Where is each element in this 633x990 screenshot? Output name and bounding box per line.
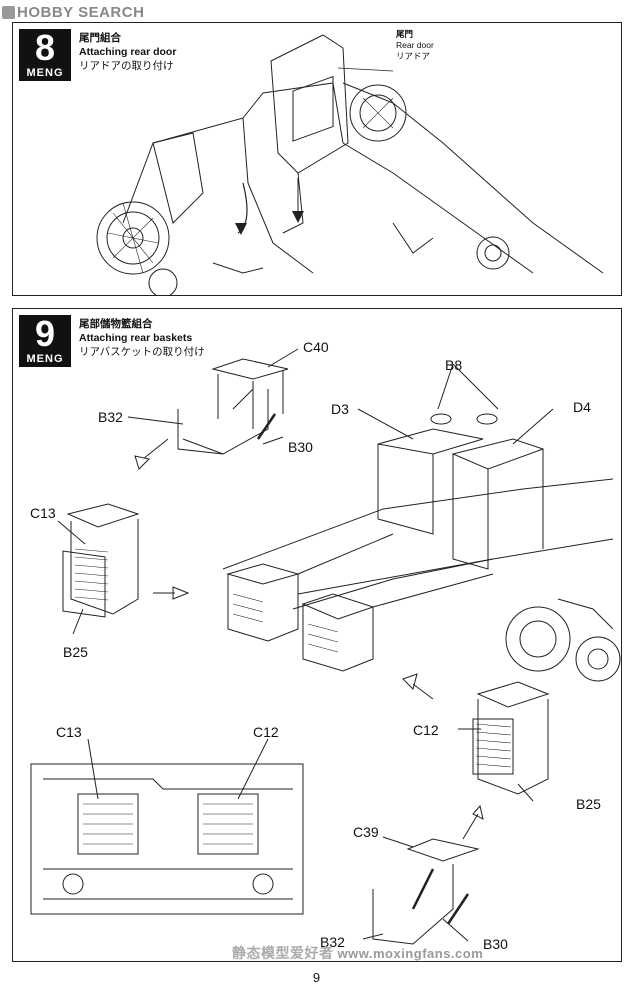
step-title-jp: リアドアの取り付け <box>79 60 174 72</box>
part-label-b25-right: B25 <box>576 796 601 812</box>
hobby-search-logo-icon <box>2 5 15 19</box>
step-number: 8 <box>34 27 56 68</box>
part-label-c13-top: C13 <box>30 505 56 521</box>
step-number: 9 <box>34 313 56 354</box>
step-8-panel: 8 MENG 尾門組合 Attaching rear door リアドアの取り付… <box>12 22 622 296</box>
step-number-badge: 8 MENG <box>19 29 71 81</box>
part-label-c39: C39 <box>353 824 379 840</box>
step-title: 尾門組合 Attaching rear door リアドアの取り付け <box>79 31 176 73</box>
step-title-jp: リアバスケットの取り付け <box>79 346 205 358</box>
step-title-en: Attaching rear door <box>79 46 177 58</box>
part-label-b30-top: B30 <box>288 439 313 455</box>
part-label-c40: C40 <box>303 339 329 355</box>
page-number: 9 <box>312 970 321 985</box>
rear-door-assembly-drawing <box>96 34 604 295</box>
step-title-cn: 尾門組合 <box>79 32 121 44</box>
step-title-en: Attaching rear baskets <box>79 332 193 344</box>
part-label-c12-right: C12 <box>413 722 439 738</box>
rear-door-callout: 尾門 Rear door リアドア <box>396 29 434 61</box>
brand-logo: MENG <box>26 353 64 365</box>
step-9-panel: 9 MENG 尾部儲物籃組合 Attaching rear baskets リア… <box>12 308 622 962</box>
part-label-b25-left: B25 <box>63 644 88 660</box>
part-label-d3: D3 <box>331 401 349 417</box>
part-label-b30-bottom: B30 <box>483 936 508 952</box>
rear-baskets-assembly-drawing <box>30 348 621 945</box>
step-number-badge: 9 MENG <box>19 315 71 367</box>
part-label-b8: B8 <box>445 357 463 373</box>
brand-logo: MENG <box>26 67 64 79</box>
part-label-b32-top: B32 <box>98 409 123 425</box>
part-label-d4: D4 <box>573 399 591 415</box>
part-label-b32-bottom: B32 <box>320 934 345 950</box>
step-title-cn: 尾部儲物籃組合 <box>79 318 153 330</box>
step-title: 尾部儲物籃組合 Attaching rear baskets リアバスケットの取… <box>79 317 205 359</box>
part-label-c12-photo: C12 <box>253 724 279 740</box>
hobby-search-watermark: HOBBY SEARCH <box>2 2 144 22</box>
part-label-c13-photo: C13 <box>56 724 82 740</box>
